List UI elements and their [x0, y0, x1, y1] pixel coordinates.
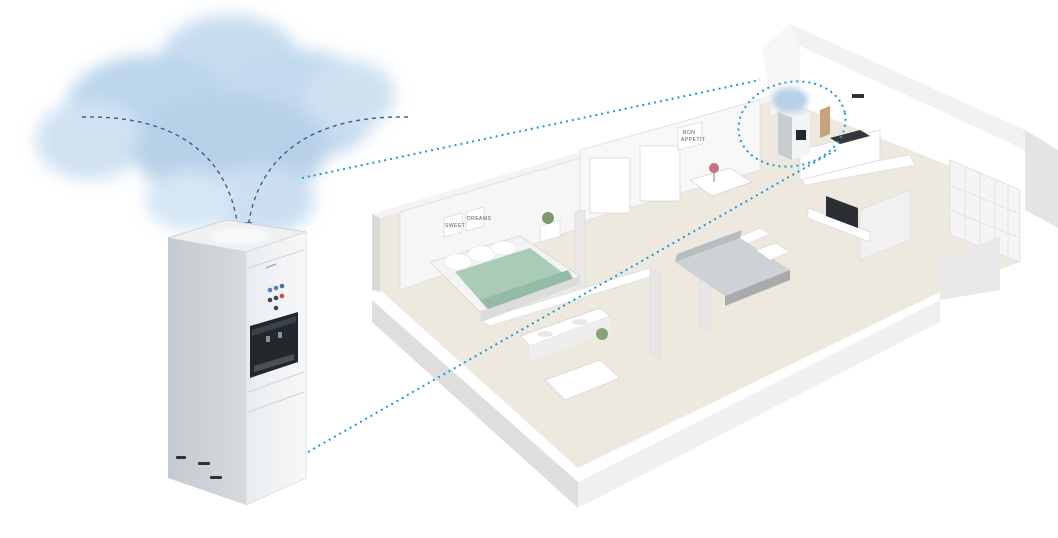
cloud [35, 15, 395, 235]
wall-poster-right: BON APPETIT [677, 121, 705, 151]
wall-poster-left: SWEET DREAMS [443, 206, 492, 238]
bathroom-counter [519, 307, 611, 362]
tv-unit [807, 196, 871, 243]
poster-text-sweet: SWEET [445, 223, 465, 229]
water-generator-device [167, 219, 307, 506]
side-vents [176, 456, 222, 479]
poster-text-dreams: DREAMS [467, 216, 492, 222]
poster-text-appetit: APPETIT [681, 137, 705, 143]
apartment-floorplan: SWEET DREAMS BON APPETIT [372, 24, 1058, 508]
connector-lines [301, 79, 837, 453]
kitchen [799, 94, 881, 181]
dining-table [689, 163, 753, 197]
poster-text-bon: BON [683, 130, 695, 136]
mini-device [772, 88, 810, 160]
airflow-arrows [81, 116, 409, 229]
control-buttons [267, 283, 285, 311]
bed [429, 235, 581, 322]
